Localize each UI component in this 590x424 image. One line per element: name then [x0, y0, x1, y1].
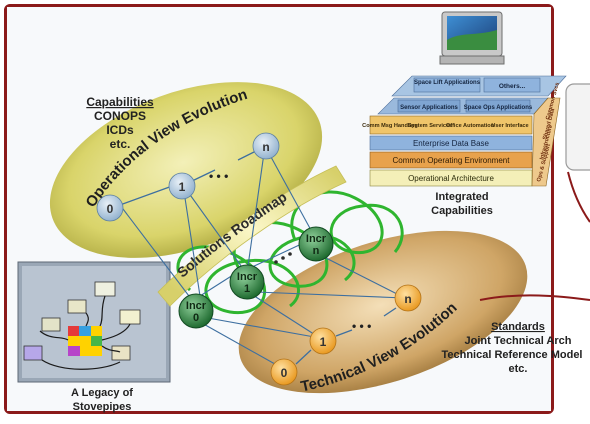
computer-monitor-icon	[439, 11, 505, 65]
increment-0-line2: 0	[193, 312, 199, 324]
legacy-stovepipes-image	[17, 261, 171, 383]
layer-coe: Common Operating Environment	[393, 156, 511, 165]
integrated-capabilities-stack: Space Lift Applications Others... Sensor…	[362, 11, 567, 217]
operational-node-0: 0	[96, 194, 124, 222]
standards-block: Standards Joint Technical Arch Technical…	[441, 321, 582, 375]
standards-item-etc: etc.	[509, 363, 528, 375]
technical-ellipsis: • • •	[352, 319, 371, 333]
app-space-ops: Space Ops Applications	[464, 105, 533, 111]
operational-node-1: 1	[168, 172, 196, 200]
app-others: Others...	[499, 83, 526, 90]
operational-node-n-label: n	[262, 140, 269, 154]
service-system: System Services	[408, 123, 452, 129]
capabilities-item-icds: ICDs	[106, 123, 134, 137]
capabilities-item-conops: CONOPS	[94, 109, 146, 123]
operational-ellipsis-text: • • •	[209, 169, 228, 183]
legacy-caption: A Legacy of Stovepipes	[71, 387, 133, 413]
layer-enterprise-db: Enterprise Data Base	[413, 139, 490, 148]
legacy-caption-line1: A Legacy of	[71, 387, 133, 399]
increment-ellipsis	[274, 252, 292, 264]
technical-node-n-label: n	[404, 292, 411, 306]
increment-node-0: Incr 0	[178, 293, 214, 329]
capabilities-title: Capabilities	[86, 95, 154, 109]
increment-1-line1: Incr	[237, 271, 258, 283]
app-sensor: Sensor Applications	[400, 105, 458, 111]
technical-node-n: n	[394, 284, 422, 312]
diagram-frame	[4, 4, 554, 414]
technical-node-0-label: 0	[281, 366, 288, 380]
integrated-caption-line2: Capabilities	[431, 205, 493, 217]
layer-operational-arch: Operational Architecture	[408, 174, 494, 183]
legacy-caption-line2: Stovepipes	[73, 401, 132, 413]
callout-box	[565, 83, 590, 223]
capabilities-item-etc: etc.	[110, 137, 131, 151]
standards-title: Standards	[491, 321, 545, 333]
service-comm-msg: Comm Msg Handling	[362, 123, 418, 129]
operational-node-1-label: 1	[179, 180, 186, 194]
increment-0-line1: Incr	[186, 300, 207, 312]
operational-node-0-label: 0	[107, 202, 114, 216]
increment-node-n: Incr n	[298, 226, 334, 262]
integrated-caption-line1: Integrated	[435, 191, 488, 203]
technical-connectors	[295, 307, 397, 365]
technical-view-ellipse	[238, 230, 528, 394]
app-space-lift: Space Lift Applications	[414, 80, 481, 86]
standards-accent-curve	[479, 294, 590, 301]
service-user-interface: User Interface	[491, 123, 528, 129]
technical-node-1-label: 1	[320, 335, 327, 349]
technical-node-0: 0	[270, 358, 298, 386]
operational-node-n: n	[252, 132, 280, 160]
service-office: Office Automation	[446, 123, 495, 129]
technical-node-1: 1	[309, 327, 337, 355]
standards-item-trm: Technical Reference Model	[441, 349, 582, 361]
increment-n-line1: Incr	[306, 233, 327, 245]
increment-n-line2: n	[313, 245, 320, 257]
capabilities-block: Capabilities CONOPS ICDs etc.	[86, 95, 154, 151]
increment-1-line2: 1	[244, 283, 250, 295]
standards-item-jta: Joint Technical Arch	[465, 335, 572, 347]
operational-ellipsis: • • •	[209, 169, 228, 183]
increment-node-1: Incr 1	[229, 264, 265, 300]
